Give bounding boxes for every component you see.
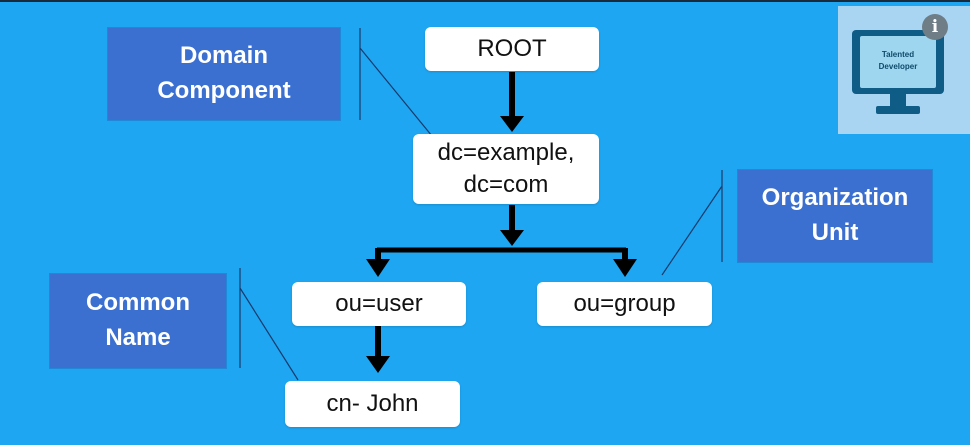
node-cn-john-label: cn- John xyxy=(326,389,419,417)
logo-text-line2: Developer xyxy=(878,62,918,71)
monitor-icon xyxy=(852,30,944,114)
leader-common-name xyxy=(239,268,299,381)
logo-panel: Talented Developer xyxy=(838,6,970,134)
callout-common-name-line2: Name xyxy=(105,324,171,351)
node-root: ROOT xyxy=(425,27,599,71)
arrowhead-user-to-cn xyxy=(366,356,390,373)
leader-domain-component xyxy=(359,28,433,137)
arrowhead-root-to-dc xyxy=(500,116,524,132)
callout-domain-component-line1: Domain xyxy=(179,42,268,70)
node-dc-line1: dc=example, xyxy=(437,138,575,166)
logo-text: Talented Developer xyxy=(860,49,936,73)
info-icon-glyph: i xyxy=(931,17,939,37)
callout-organization-unit-line1: Organization xyxy=(761,184,909,212)
callout-organization-unit: Organization Unit xyxy=(738,170,932,262)
leader-organization-unit xyxy=(661,170,723,276)
node-dc-example-com: dc=example, dc=com xyxy=(413,134,599,204)
node-ou-user-label: ou=user xyxy=(335,289,423,317)
callout-common-name: Common Name xyxy=(50,274,226,368)
logo-text-line1: Talented xyxy=(881,50,915,59)
node-ou-group: ou=group xyxy=(537,282,712,326)
arrowhead-branch-to-group xyxy=(613,259,637,277)
callout-common-name-line1: Common xyxy=(86,289,190,317)
node-ou-user: ou=user xyxy=(292,282,466,326)
callout-domain-component-line2: Component xyxy=(157,77,291,104)
arrowhead-branch-to-user xyxy=(366,259,390,277)
node-dc-line2: dc=com xyxy=(463,171,549,198)
top-border xyxy=(0,0,970,2)
node-ou-group-label: ou=group xyxy=(573,289,676,317)
callout-organization-unit-line2: Unit xyxy=(811,219,859,246)
callout-domain-component: Domain Component xyxy=(108,28,340,120)
arrowhead-dc-to-branch xyxy=(500,230,524,246)
info-icon[interactable]: i xyxy=(922,14,948,40)
node-root-label: ROOT xyxy=(477,34,547,62)
node-cn-john: cn- John xyxy=(285,381,460,427)
